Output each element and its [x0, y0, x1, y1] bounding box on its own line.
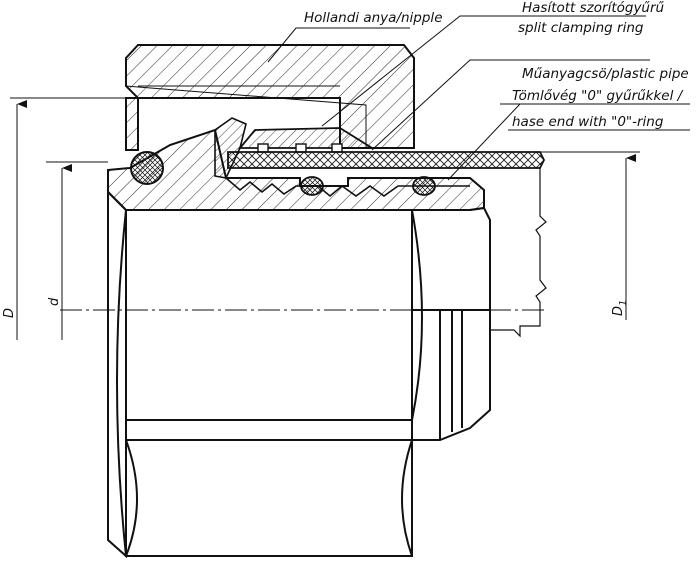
leader-lines — [267, 15, 690, 181]
dimension-d: d — [46, 161, 108, 340]
label-split-ring-1: Hasított szorítógyűrű — [522, 0, 665, 16]
plastic-pipe — [227, 151, 546, 169]
nut-wall — [125, 97, 139, 151]
dimension-d-label: d — [47, 297, 62, 306]
dimension-D1-label: D1 — [611, 300, 629, 316]
dimension-D1: D1 — [540, 151, 640, 320]
break-line — [490, 168, 547, 338]
o-ring-middle — [300, 176, 324, 196]
dimension-D-label: D — [2, 308, 17, 318]
label-hose-end-1: Tömlővég "0" gyűrűkkel / — [512, 88, 684, 104]
o-ring-right — [412, 176, 436, 196]
o-ring-left — [130, 151, 164, 185]
label-union-nut: Hollandi anya/nipple — [304, 10, 443, 26]
dimension-D: D — [2, 97, 126, 340]
fitting-body-outline — [107, 189, 491, 559]
label-hose-end-2: hase end with "0"-ring — [512, 114, 664, 130]
split-clamping-ring — [214, 117, 376, 179]
label-split-ring-2: split clamping ring — [518, 20, 644, 36]
label-plastic-pipe: Műanyagcsö/plastic pipe — [522, 66, 689, 82]
